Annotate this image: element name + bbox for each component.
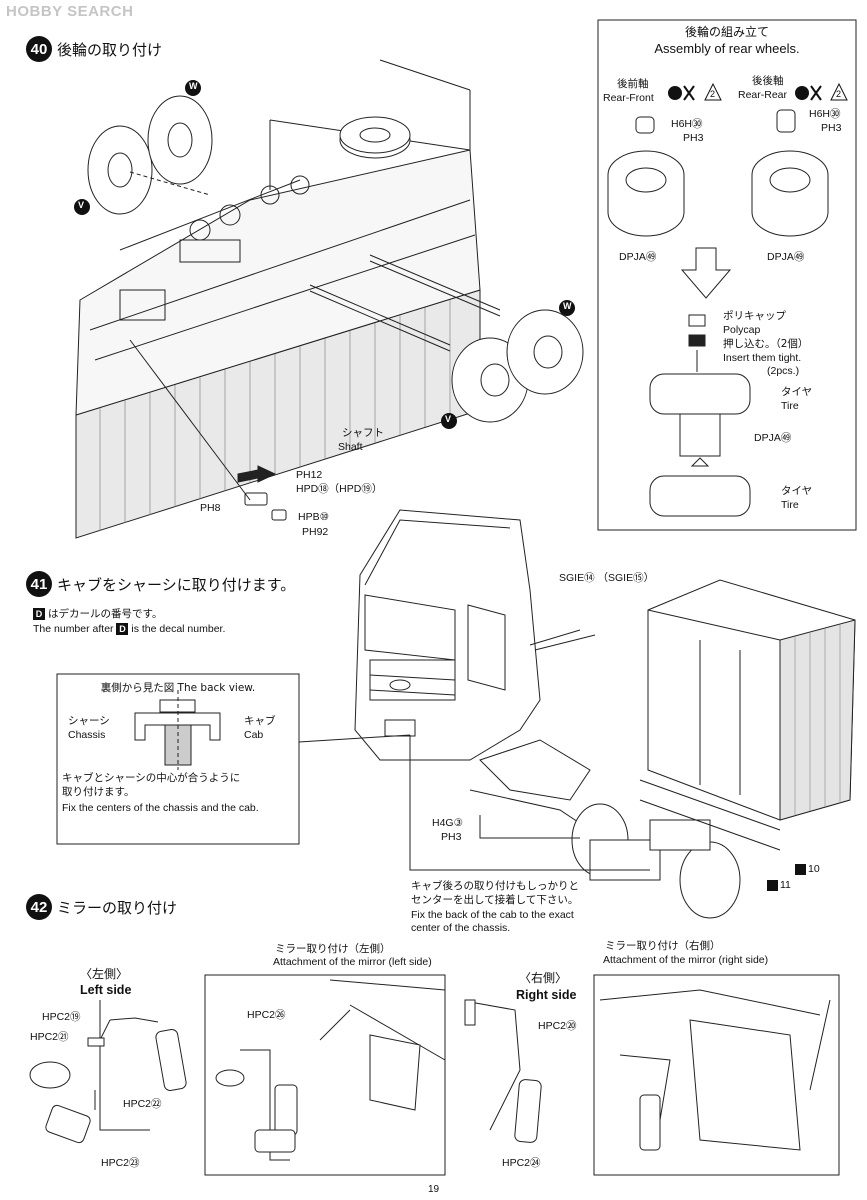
right-mirror-parts <box>464 999 542 1143</box>
step-40-number: 40 <box>26 36 52 62</box>
step-42-title: ミラーの取り付け <box>57 899 178 917</box>
shaft-label-ja: シャフト <box>342 427 384 439</box>
hpc2-23-label: HPC2㉓ <box>101 1157 140 1169</box>
ph92-label: PH92 <box>302 526 329 538</box>
step-42-number: 42 <box>26 894 52 920</box>
attach-left-ja: ミラー取り付け（左側） <box>275 943 391 955</box>
decal-note-ja: はデカールの番号です。 <box>48 608 163 620</box>
v-marker-left: V <box>78 200 85 210</box>
h6h-left-label: H6H㉚ <box>671 118 703 130</box>
decal-mark-inline: D <box>116 623 129 635</box>
h6h-right-label: H6H㉚ <box>809 108 841 120</box>
attach-left-en: Attachment of the mirror (left side) <box>273 956 432 968</box>
qty-markers <box>683 85 822 101</box>
circle-markers <box>74 80 809 429</box>
center-note-ja-2: 取り付けます。 <box>62 786 135 798</box>
hpc2-22-label: HPC2㉒ <box>123 1098 162 1110</box>
decal-note-en: The number after D is the decal number. <box>33 623 225 636</box>
rear-rear-en: Rear-Rear <box>738 89 788 101</box>
ph3-right-label: PH3 <box>821 122 842 134</box>
small-parts-hpd <box>237 465 287 521</box>
dpja-left-label: DPJA㊾ <box>619 251 657 263</box>
cab-illustration <box>354 509 596 761</box>
attach-right-en: Attachment of the mirror (right side) <box>603 954 769 966</box>
chassis-illustration <box>75 59 501 539</box>
press-in-en: Insert them tight. <box>723 352 802 364</box>
decal-box-d11 <box>767 880 778 891</box>
chassis-ja: シャーシ <box>68 715 110 727</box>
decal-note-en-pre: The number after <box>33 623 114 635</box>
press-in-ja: 押し込む。（2個） <box>723 338 809 350</box>
v-marker-bottom: V <box>445 414 452 424</box>
back-note-en-2: center of the chassis. <box>411 922 511 934</box>
back-view-illustration <box>134 690 221 770</box>
step-40-title: 後輪の取り付け <box>57 41 163 59</box>
sgie-label: SGIE⑭ （SGIE⑮） <box>559 572 655 584</box>
hpc2-24-label: HPC2㉔ <box>502 1157 541 1169</box>
shaft-label-en: Shaft <box>338 441 363 453</box>
rear-wheel-title-en: Assembly of rear wheels. <box>654 41 800 56</box>
hobby-search-watermark: HOBBY SEARCH <box>6 3 134 20</box>
chassis-front-illustration <box>469 739 781 919</box>
left-mirror-parts <box>29 1000 187 1144</box>
left-mirror-install <box>215 979 446 1175</box>
back-view-title: 裏側から見た図 The back view. <box>100 682 256 694</box>
page-number: 19 <box>427 1184 440 1195</box>
attach-right-ja: ミラー取り付け（右側） <box>605 940 721 952</box>
back-note-en-1: Fix the back of the cab to the exact <box>411 909 574 921</box>
decal-mark: D <box>33 608 45 620</box>
cargo-box-illustration <box>647 579 856 821</box>
center-note-ja-1: キャブとシャーシの中心が合うように <box>62 772 241 784</box>
rear-rear-ja: 後後軸 <box>752 75 784 87</box>
dpja-right-label: DPJA㊾ <box>767 251 805 263</box>
right-side-ja: 〈右側〉 <box>519 971 568 985</box>
hpc2-26-label: HPC2㉖ <box>247 1009 286 1021</box>
back-note-ja-2: センターを出して接着して下さい。 <box>411 894 579 906</box>
polycap-en: Polycap <box>723 324 761 336</box>
tire-en-1: Tire <box>781 400 799 412</box>
dpja-mid-label: DPJA㊾ <box>754 432 792 444</box>
rear-wheel-title-ja: 後輪の組み立て <box>684 25 769 39</box>
decal-d10-label: 10 <box>808 863 820 875</box>
ph3-left-label: PH3 <box>683 132 704 144</box>
chassis-en: Chassis <box>68 729 106 741</box>
h4g-label: H4G③ <box>432 817 464 829</box>
hpb-label: HPB⑩ <box>298 511 330 523</box>
center-note-en: Fix the centers of the chassis and the c… <box>62 802 259 814</box>
cab-en: Cab <box>244 729 264 741</box>
decal-note-en-post: is the decal number. <box>131 623 226 635</box>
decal-box-d10 <box>795 864 806 875</box>
step-41-number: 41 <box>26 571 52 597</box>
back-note-ja-1: キャブ後ろの取り付けもしっかりと <box>411 880 579 892</box>
cab-ja: キャブ <box>244 715 276 727</box>
rear-front-en: Rear-Front <box>603 92 654 104</box>
left-side-ja: 〈左側〉 <box>80 967 129 981</box>
rear-wheels-right <box>451 309 584 423</box>
rear-wheels-top <box>87 95 213 215</box>
ph8-label: PH8 <box>200 502 221 514</box>
polycap-ja: ポリキャップ <box>723 310 786 322</box>
tire-en-2: Tire <box>781 499 799 511</box>
tire-ja-1: タイヤ <box>781 386 813 398</box>
rear-rear-qty: 2 <box>836 89 842 99</box>
left-side-en: Left side <box>80 983 132 997</box>
tire-ja-2: タイヤ <box>781 485 813 497</box>
decal-d11-label: 11 <box>780 879 791 891</box>
hpd-label: HPD⑱（HPD⑲） <box>296 483 383 495</box>
hpc2-20-label: HPC2⑳ <box>538 1020 577 1032</box>
rear-wheel-assembly-illustration <box>597 19 857 531</box>
step-41-title: キャブをシャーシに取り付けます。 <box>57 576 296 594</box>
w-marker-right: W <box>563 301 572 311</box>
right-mirror-install <box>599 989 831 1151</box>
hpc2-21-label: HPC2㉑ <box>30 1031 69 1043</box>
rear-front-ja: 後前軸 <box>617 78 649 90</box>
ph3-step41-label: PH3 <box>441 831 462 843</box>
hpc2-19-label: HPC2⑲ <box>42 1011 81 1023</box>
ph12-label: PH12 <box>296 469 323 481</box>
w-marker-top: W <box>189 81 198 91</box>
right-side-en: Right side <box>516 988 577 1002</box>
press-qty-en: (2pcs.) <box>767 365 800 377</box>
rear-front-qty: 2 <box>710 89 716 99</box>
